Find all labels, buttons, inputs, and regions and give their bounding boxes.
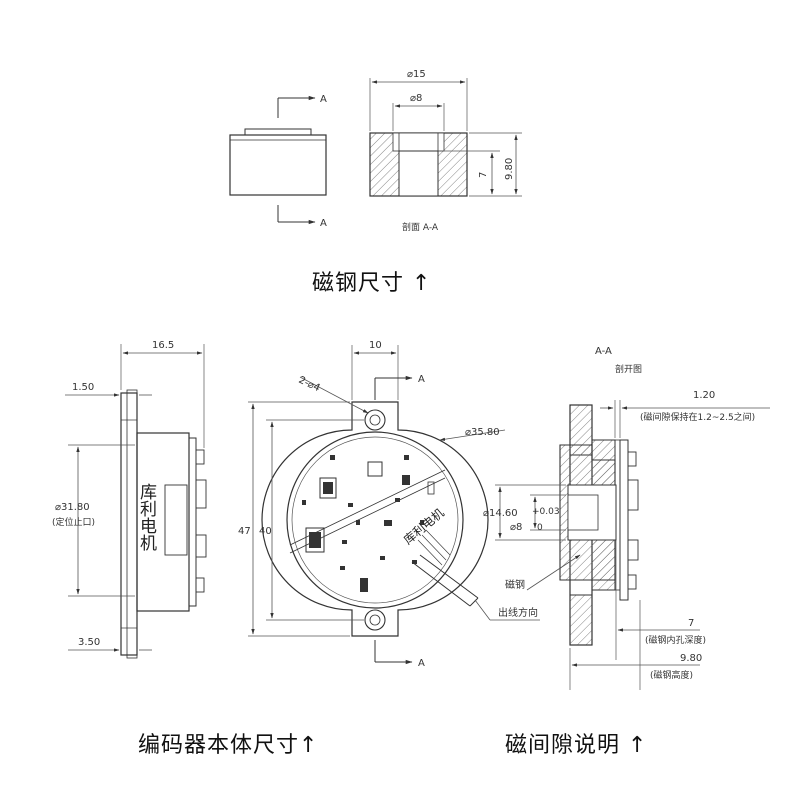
magnet-side-view [229,128,327,196]
side-dim-width: 16.5 [152,340,174,351]
magnet-section-mark-bottom: A [320,218,327,229]
cable-direction-label: 出线方向 [498,606,538,619]
caption-gap-note: 磁间隙说明 ↑ [505,733,648,758]
section-dimensions: A-A 剖开图 1.20 (磁间隙保持在1.2~2.5之间) ⌀14.60 +0… [483,346,770,690]
section-view [559,404,639,646]
side-dim-dia: ⌀31.80 [55,502,90,513]
front-section-mark-bottom: A [418,658,425,669]
side-dim-dia-note: (定位止口) [52,516,95,528]
section-dim-tol-zero: 0 [537,523,543,533]
encoder-front-dimensions: 10 A A 2-⌀4 ⌀35.80 47 40 出线方向 [238,340,540,669]
magnet-dimensions: ⌀15 ⌀8 7 9.80 剖面 A-A [369,69,522,233]
caption-encoder-body: 编码器本体尺寸↑ [138,733,319,758]
encoder-front-view: 库利电机 [261,401,489,637]
front-dim-holes: 2-⌀4 [297,375,322,394]
pcb-brand-text: 库利电机 [400,505,446,547]
magnet-dim-outer: ⌀15 [407,69,426,80]
magnet-dim-inner: ⌀8 [410,93,422,104]
front-dim-outer: ⌀35.80 [465,427,500,438]
section-dim-tol-plus: +0.03 [532,507,560,517]
side-dim-flange: 1.50 [72,382,94,393]
magnet-section-mark-top: A [320,94,327,105]
section-height-note: (磁钢高度) [650,669,693,681]
section-gap-note: (磁间隙保持在1.2~2.5之间) [640,411,755,423]
caption-magnet-size: 磁钢尺寸 ↑ [312,271,432,296]
magnet-dim-height: 9.80 [504,158,515,180]
section-depth-value: 7 [688,618,694,629]
section-dim-dia2: ⌀8 [510,522,522,533]
section-depth-note: (磁钢内孔深度) [645,634,706,646]
magnet-section [369,132,468,197]
magnet-section-label: 剖面 A-A [402,221,439,233]
magnet-section-arrows: A A [277,94,327,229]
magnet-dim-depth: 7 [478,172,489,178]
encoder-side-dimensions: 16.5 1.50 ⌀31.80 (定位止口) 3.50 [52,340,205,652]
section-height-value: 9.80 [680,653,702,664]
encoder-side-view: 库利电机 [120,389,207,659]
side-brand-text: 库利电机 [136,483,157,551]
front-dim-40: 40 [259,526,272,537]
section-title: A-A [595,346,612,357]
section-dim-dia1: ⌀14.60 [483,508,518,519]
side-dim-bottom: 3.50 [78,637,100,648]
front-dim-top: 10 [369,340,382,351]
front-dim-47: 47 [238,526,251,537]
section-subtitle: 剖开图 [615,363,642,375]
section-magnet-label: 磁钢 [505,578,525,591]
front-section-mark-top: A [418,374,425,385]
section-gap-value: 1.20 [693,390,715,401]
